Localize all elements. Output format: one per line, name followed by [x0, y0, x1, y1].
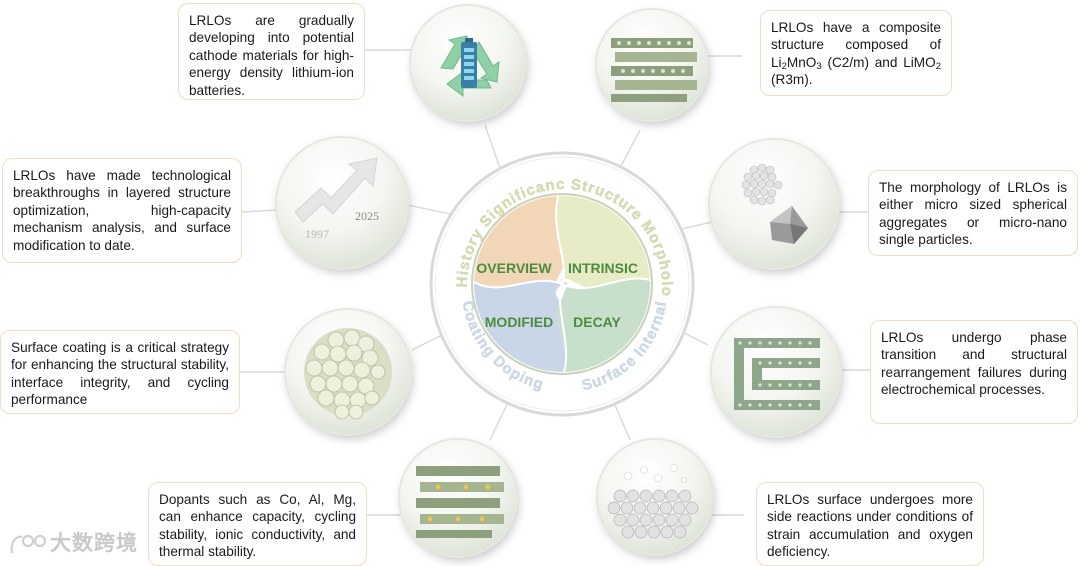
structure-text: LRLOs have a composite structure compose…: [771, 20, 941, 87]
doping-bubble: [400, 440, 516, 556]
history-text: LRLOs have made technological breakthrou…: [13, 168, 231, 253]
spoke-structure: [619, 129, 641, 169]
structure-text-part2: MnO: [786, 54, 817, 70]
year-end-label: 2025: [355, 209, 379, 223]
spoke-history: [407, 204, 456, 216]
phase-transition-icon: [734, 338, 820, 410]
coating-text: Surface coating is a critical strategy f…: [11, 340, 229, 408]
significance-text: LRLOs are gradually developing into pote…: [189, 13, 354, 98]
structure-box: LRLOs have a composite structure compose…: [760, 10, 952, 96]
label-overview: OVERVIEW: [476, 260, 552, 276]
structure-text-part1: LRLOs have a composite structure compose…: [771, 20, 941, 70]
coating-bubble: [286, 310, 410, 434]
history-bubble: 1997 2025: [277, 138, 407, 268]
connector-history: [241, 209, 279, 213]
structure-sub2: 3: [816, 60, 822, 72]
coating-box: Surface coating is a critical strategy f…: [0, 330, 240, 414]
doping-text: Dopants such as Co, Al, Mg, can enhance …: [159, 492, 356, 560]
morphology-icon: [741, 163, 808, 244]
structure-sub3: 2: [935, 60, 941, 72]
watermark-text: 大数跨境: [50, 531, 138, 555]
growth-arrow-icon: 1997 2025: [294, 157, 379, 241]
significance-box: LRLOs are gradually developing into pote…: [178, 3, 365, 100]
layered-structure-bubble: [597, 10, 707, 120]
history-box: LRLOs have made technological breakthrou…: [2, 158, 242, 263]
morphology-bubble: [710, 140, 838, 268]
quadrant-overview: [474, 196, 567, 288]
recycle-battery-bubble: [411, 6, 525, 120]
label-decay: DECAY: [573, 314, 621, 330]
recycle-battery-icon: [440, 35, 500, 97]
doped-layers-icon: [416, 466, 504, 538]
morphology-box: The morphology of LRLOs is either micro …: [868, 170, 1078, 256]
outer-ring-inner-line: [434, 156, 690, 412]
quadrant-modified: [473, 280, 566, 373]
doping-box: Dopants such as Co, Al, Mg, can enhance …: [148, 482, 367, 566]
label-intrinsic: INTRINSIC: [568, 260, 638, 276]
structure-text-part4: (R3m).: [771, 72, 813, 88]
watermark-logo-icon: [10, 534, 47, 554]
label-modified: MODIFIED: [485, 314, 553, 330]
surface-bubble: [598, 440, 712, 554]
center-diagram: History Significance Structure Morpholog…: [427, 149, 695, 417]
layered-structure-icon: [611, 38, 697, 102]
year-start-label: 1997: [305, 227, 329, 241]
quadrant-intrinsic: [556, 195, 650, 289]
surface-text: LRLOs surface undergoes more side reacti…: [767, 492, 973, 560]
surface-box: LRLOs surface undergoes more side reacti…: [756, 482, 984, 566]
phase-transition-bubble: [712, 308, 840, 436]
surface-reaction-icon: [607, 464, 699, 539]
internal-text: LRLOs undergo phase transition and struc…: [881, 330, 1067, 398]
spoke-significance: [484, 124, 501, 169]
structure-text-part3: (C2/m) and LiMO: [821, 54, 936, 70]
quadrant-decay: [557, 278, 651, 372]
morphology-text: The morphology of LRLOs is either micro …: [879, 180, 1067, 248]
spoke-doping: [489, 397, 511, 441]
structure-sub1: 2: [781, 60, 787, 72]
internal-box: LRLOs undergo phase transition and struc…: [870, 320, 1078, 424]
coated-sphere-icon: [304, 328, 392, 420]
